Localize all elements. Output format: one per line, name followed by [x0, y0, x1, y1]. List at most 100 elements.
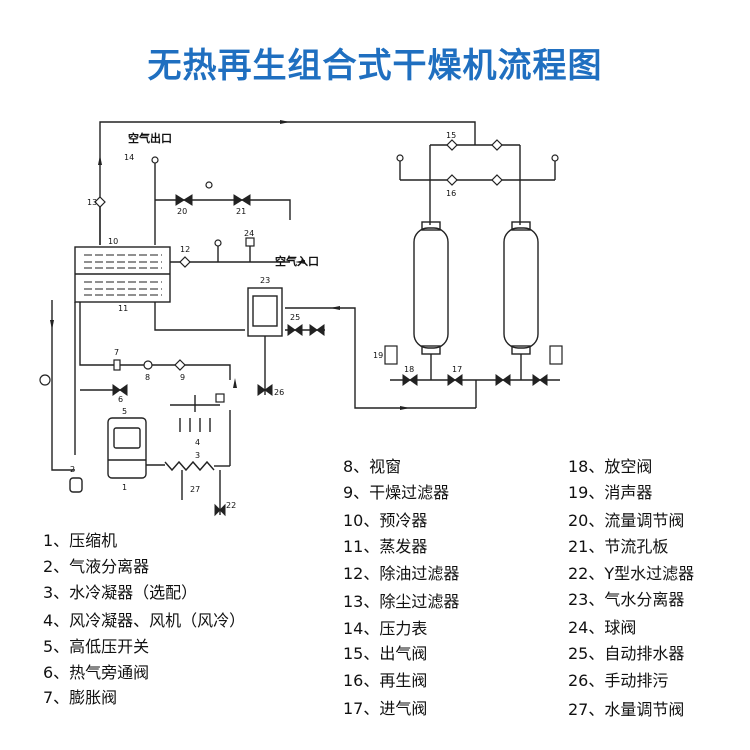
refrigerant-loop [51, 300, 75, 471]
dryer-tower-right [503, 227, 539, 349]
regen-valve-icon [446, 174, 458, 186]
ball-valve-icon [245, 237, 255, 247]
legend-item: 21、节流孔板 [568, 537, 669, 556]
legend-item: 10、预冷器 [343, 511, 428, 530]
evaporator-fins [84, 254, 162, 296]
legend-item: 17、进气阀 [343, 699, 428, 718]
callout-1: 1 [122, 483, 127, 492]
oil-filter-icon [179, 256, 191, 268]
callout-23: 23 [260, 276, 270, 285]
dryer-tower-left [413, 227, 449, 349]
flow-arrow-icon [98, 155, 102, 165]
legend-item: 18、放空阀 [568, 457, 653, 476]
legend-item: 22、Y型水过滤器 [568, 564, 695, 583]
callout-20: 20 [177, 207, 187, 216]
flow-arrow-icon [233, 378, 237, 388]
legend-item: 7、膨胀阀 [43, 688, 118, 707]
callout-8: 8 [145, 373, 150, 382]
air-outlet-label: 空气出口 [128, 131, 172, 145]
flow-arrow-icon [50, 320, 54, 330]
callout-9: 9 [180, 373, 185, 382]
callout-24: 24 [244, 229, 254, 238]
dust-filter-icon [94, 196, 106, 208]
callout-10: 10 [108, 237, 118, 246]
orifice-icon [233, 194, 243, 206]
legend-item: 27、水量调节阀 [568, 700, 685, 719]
ball-valve-icon [287, 324, 296, 336]
callout-26: 26 [274, 388, 284, 397]
callout-14: 14 [124, 153, 134, 162]
page-title: 无热再生组合式干燥机流程图 [147, 46, 603, 86]
callout-27: 27 [190, 485, 200, 494]
vent-valve-icon [532, 374, 541, 386]
outlet-valve-icon [491, 139, 503, 151]
drain-valve-icon [257, 384, 266, 396]
pressure-gauge-icon [214, 239, 222, 247]
legend-item: 23、气水分离器 [568, 590, 685, 609]
callout-16: 16 [446, 189, 456, 198]
legend-item: 8、视窗 [343, 457, 402, 476]
hotgas-valve-icon [112, 384, 121, 396]
flow-control-pipe [155, 199, 291, 220]
legend-item: 14、压力表 [343, 619, 428, 638]
expansion-valve-icon [113, 359, 121, 371]
inlet-valve-icon [495, 374, 504, 386]
callout-5: 5 [122, 407, 127, 416]
callout-7: 7 [114, 348, 119, 357]
flow-arrow-icon [400, 406, 410, 410]
pressure-gauge-icon [551, 154, 559, 162]
legend-item: 5、高低压开关 [43, 637, 150, 656]
flow-arrow-icon [330, 306, 340, 310]
flow-valve-icon [175, 194, 185, 206]
drier-filter-icon [174, 359, 186, 371]
silencer-icon [549, 345, 563, 365]
legend-item: 2、气液分离器 [43, 557, 150, 576]
pressure-gauge-icon [205, 181, 213, 189]
legend-item: 24、球阀 [568, 618, 637, 637]
silencer-icon [384, 345, 398, 365]
air-inlet-label: 空气入口 [275, 254, 319, 268]
legend-item: 3、水冷凝器（选配） [43, 583, 198, 602]
legend-item: 19、消声器 [568, 483, 653, 502]
water-valve-icon [214, 503, 221, 517]
callout-2: 2 [70, 465, 75, 474]
flow-arrow-icon [280, 120, 290, 124]
pressure-gauge-icon [396, 154, 404, 162]
legend-item: 15、出气阀 [343, 644, 428, 663]
callout-12: 12 [180, 245, 190, 254]
callout-15: 15 [446, 131, 456, 140]
callout-11: 11 [118, 304, 128, 313]
pressure-gauge-icon [151, 156, 159, 164]
flow-arrow-icon [295, 260, 305, 264]
ball-valve-icon [309, 324, 318, 336]
gas-liquid-separator [69, 477, 83, 493]
regen-valve-icon [491, 174, 503, 186]
legend-item: 13、除尘过滤器 [343, 592, 460, 611]
callout-19: 19 [373, 351, 383, 360]
legend-item: 12、除油过滤器 [343, 564, 460, 583]
callout-22: 22 [226, 501, 236, 510]
callout-18: 18 [404, 365, 414, 374]
pressure-gauge-icon [39, 374, 51, 386]
legend-item: 6、热气旁通阀 [43, 663, 150, 682]
inlet-valve-icon [447, 374, 456, 386]
callout-3: 3 [195, 451, 200, 460]
callout-17: 17 [452, 365, 462, 374]
legend-item: 26、手动排污 [568, 671, 669, 690]
legend-item: 9、干燥过滤器 [343, 483, 450, 502]
legend-item: 1、压缩机 [43, 531, 118, 550]
water-condenser [164, 460, 215, 472]
ball-valve-icon [215, 393, 225, 403]
callout-4: 4 [195, 438, 200, 447]
vent-valve-icon [402, 374, 411, 386]
outlet-valve-icon [446, 139, 458, 151]
callout-21: 21 [236, 207, 246, 216]
legend-item: 25、自动排水器 [568, 644, 685, 663]
callout-6: 6 [118, 395, 123, 404]
sight-glass-icon [143, 360, 153, 370]
callout-13: 13 [87, 198, 97, 207]
legend-item: 4、风冷凝器、风机（风冷） [43, 611, 246, 630]
legend-item: 16、再生阀 [343, 671, 428, 690]
legend-item: 11、蒸发器 [343, 537, 428, 556]
